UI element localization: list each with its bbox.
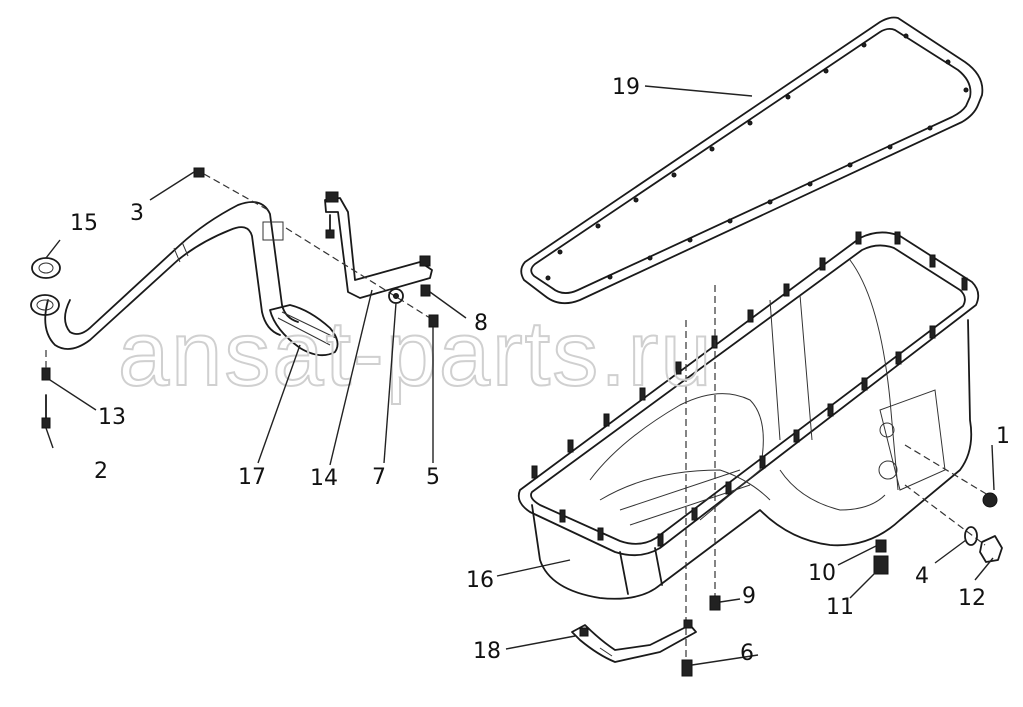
lower-bracket xyxy=(571,619,697,663)
callout-12: 12 xyxy=(958,586,986,611)
oil-suction-tube xyxy=(30,201,339,357)
leader-lines xyxy=(45,85,995,666)
callout-17: 17 xyxy=(238,465,266,490)
part-callouts: 19 1 2 3 4 5 6 7 8 9 10 11 12 13 14 15 1… xyxy=(70,75,1010,666)
callout-16: 16 xyxy=(466,568,494,593)
callout-2: 2 xyxy=(94,459,108,484)
callout-19: 19 xyxy=(612,75,640,100)
callout-11: 11 xyxy=(826,595,854,620)
callout-15: 15 xyxy=(70,211,98,236)
callout-9: 9 xyxy=(742,584,756,609)
callout-5: 5 xyxy=(426,465,440,490)
callout-8: 8 xyxy=(474,311,488,336)
bracket-hardware xyxy=(193,167,439,328)
callout-1: 1 xyxy=(996,424,1010,449)
drain-plug-assembly xyxy=(873,444,1003,575)
pan-flange-bolts xyxy=(531,231,968,547)
oil-pan xyxy=(517,231,980,600)
callout-6: 6 xyxy=(740,641,754,666)
callout-7: 7 xyxy=(372,465,386,490)
oil-pan-gasket xyxy=(520,16,984,305)
callout-18: 18 xyxy=(473,639,501,664)
bolt-9-part xyxy=(709,595,721,611)
suction-tube-gasket xyxy=(31,257,61,279)
watermark-text: ansat-parts.ru xyxy=(118,303,714,405)
gasket-bolt-holes xyxy=(545,33,969,281)
callout-3: 3 xyxy=(130,201,144,226)
callout-4: 4 xyxy=(915,564,929,589)
suction-tube-bolts xyxy=(41,350,51,429)
bolt-6-part xyxy=(681,659,693,677)
suction-tube-bracket xyxy=(324,191,433,299)
callout-14: 14 xyxy=(310,466,338,491)
callout-13: 13 xyxy=(98,405,126,430)
callout-10: 10 xyxy=(808,561,836,586)
